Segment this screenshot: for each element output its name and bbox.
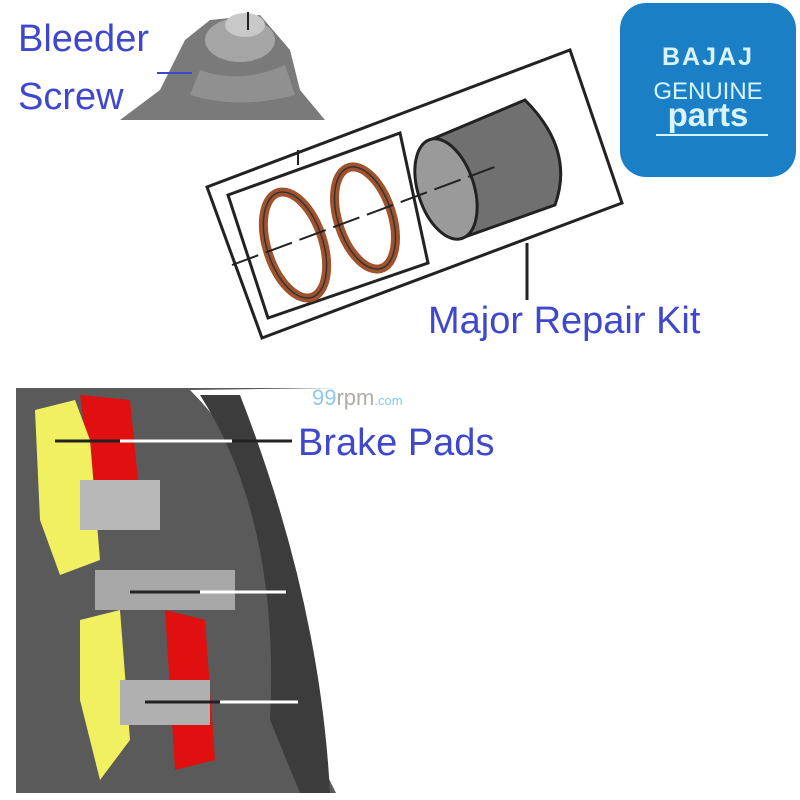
logo-underline [656,134,768,136]
brake-pads-label: Brake Pads [298,422,495,464]
logo-parts: parts [667,96,749,133]
bajaj-genuine-parts-logo: BAJAJ GENUINE parts [620,3,796,177]
logo-brand: BAJAJ [662,43,754,71]
logo-genuine: GENUINE [653,78,763,105]
watermark-suffix: .com [374,393,403,408]
bleeder-screw-image [120,12,325,120]
bleeder-screw-label: Bleeder [18,18,149,60]
brake-caliper-image [16,388,336,793]
repair-kit-illustration [205,48,624,340]
repair-kit-label: Major Repair Kit [428,300,701,342]
watermark-main: rpm [336,385,375,410]
watermark-prefix: 99 [312,385,337,410]
watermark: 99rpm.com [312,385,403,411]
bleeder-screw-label-line2: Screw [18,76,124,118]
